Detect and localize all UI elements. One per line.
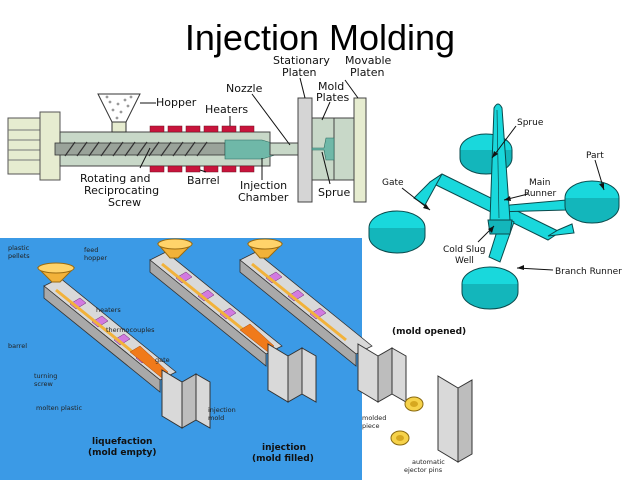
- label-turning-screw-line1: turning: [34, 372, 57, 380]
- machine-stage-3: [239, 238, 473, 463]
- label-molten-plastic: molten plastic: [36, 404, 83, 412]
- top-leader-lines: [139, 77, 359, 185]
- sprue-cone: [489, 103, 511, 221]
- label-mold-plates-line2: Plates: [316, 91, 350, 104]
- label-ejector-line2: ejector pins: [404, 466, 443, 474]
- label-runner-part: Part: [586, 151, 604, 161]
- screw-flights: [64, 141, 208, 157]
- label-main-runner-line2: Runner: [524, 189, 556, 199]
- label-molded-piece-line2: piece: [362, 422, 380, 430]
- label-molded-piece-line1: molded: [362, 414, 386, 422]
- label-injection-chamber-line2: Chamber: [238, 191, 289, 204]
- label-stationary-platen-line2: Platen: [282, 66, 317, 79]
- label-barrel: Barrel: [187, 174, 220, 187]
- label-nozzle: Nozzle: [226, 82, 263, 95]
- label-heaters-process: heaters: [96, 306, 121, 314]
- heater-bands: [149, 125, 255, 173]
- label-sprue: Sprue: [318, 186, 350, 199]
- mold-cavity: [311, 137, 335, 161]
- runner-arrowheads: [423, 151, 604, 270]
- label-ejector-line1: automatic: [412, 458, 445, 466]
- label-injection-chamber-line1: Injection: [240, 179, 287, 192]
- label-screw-line1: Rotating and: [80, 172, 150, 185]
- label-stage2-line2: (mold filled): [252, 454, 314, 464]
- process-background: [0, 238, 480, 480]
- label-movable-platen-line1: Movable: [345, 54, 392, 67]
- label-mold-opened: (mold opened): [392, 327, 466, 337]
- label-thermocouples: thermocouples: [106, 326, 155, 334]
- label-plastic-pellets-line1: plastic: [8, 244, 30, 252]
- label-cold-slug-line2: Well: [455, 256, 474, 266]
- label-movable-platen-line2: Platen: [350, 66, 385, 79]
- label-stationary-platen-line1: Stationary: [273, 54, 330, 67]
- label-feed-hopper-line2: hopper: [84, 254, 107, 262]
- movable-platen: [353, 97, 367, 203]
- drive-block: [7, 117, 41, 175]
- label-turning-screw-line2: screw: [34, 380, 53, 388]
- label-runner-gate: Gate: [382, 178, 404, 188]
- hopper-throat: [111, 121, 127, 133]
- label-stage2-line1: injection: [262, 443, 306, 453]
- page-title: Injection Molding: [184, 17, 456, 58]
- label-runner-sprue: Sprue: [517, 118, 544, 128]
- label-branch-runner: Branch Runner: [555, 267, 622, 277]
- machine-stage-2: [149, 238, 317, 403]
- label-injection-mold-line2: mold: [208, 414, 224, 422]
- label-hopper: Hopper: [156, 96, 197, 109]
- label-heaters: Heaters: [205, 103, 248, 116]
- machine-stage-1: [36, 262, 211, 429]
- label-cold-slug-line1: Cold Slug: [443, 245, 486, 255]
- label-stage1-line1: liquefaction: [92, 437, 152, 447]
- label-main-runner-line1: Main: [529, 178, 551, 188]
- label-feed-hopper-line1: feed: [84, 246, 98, 254]
- label-plastic-pellets-line2: pellets: [8, 252, 30, 260]
- label-stage1-line2: (mold empty): [88, 448, 157, 458]
- label-barrel-process: barrel: [8, 342, 27, 350]
- label-screw-line2: Reciprocating: [84, 184, 159, 197]
- label-mold-plates-line1: Mold: [318, 80, 344, 93]
- label-injection-mold-line1: injection: [208, 406, 236, 414]
- hopper-pellets: [105, 95, 133, 120]
- label-gate-process: gate: [155, 356, 170, 364]
- label-screw-line3: Screw: [108, 196, 141, 209]
